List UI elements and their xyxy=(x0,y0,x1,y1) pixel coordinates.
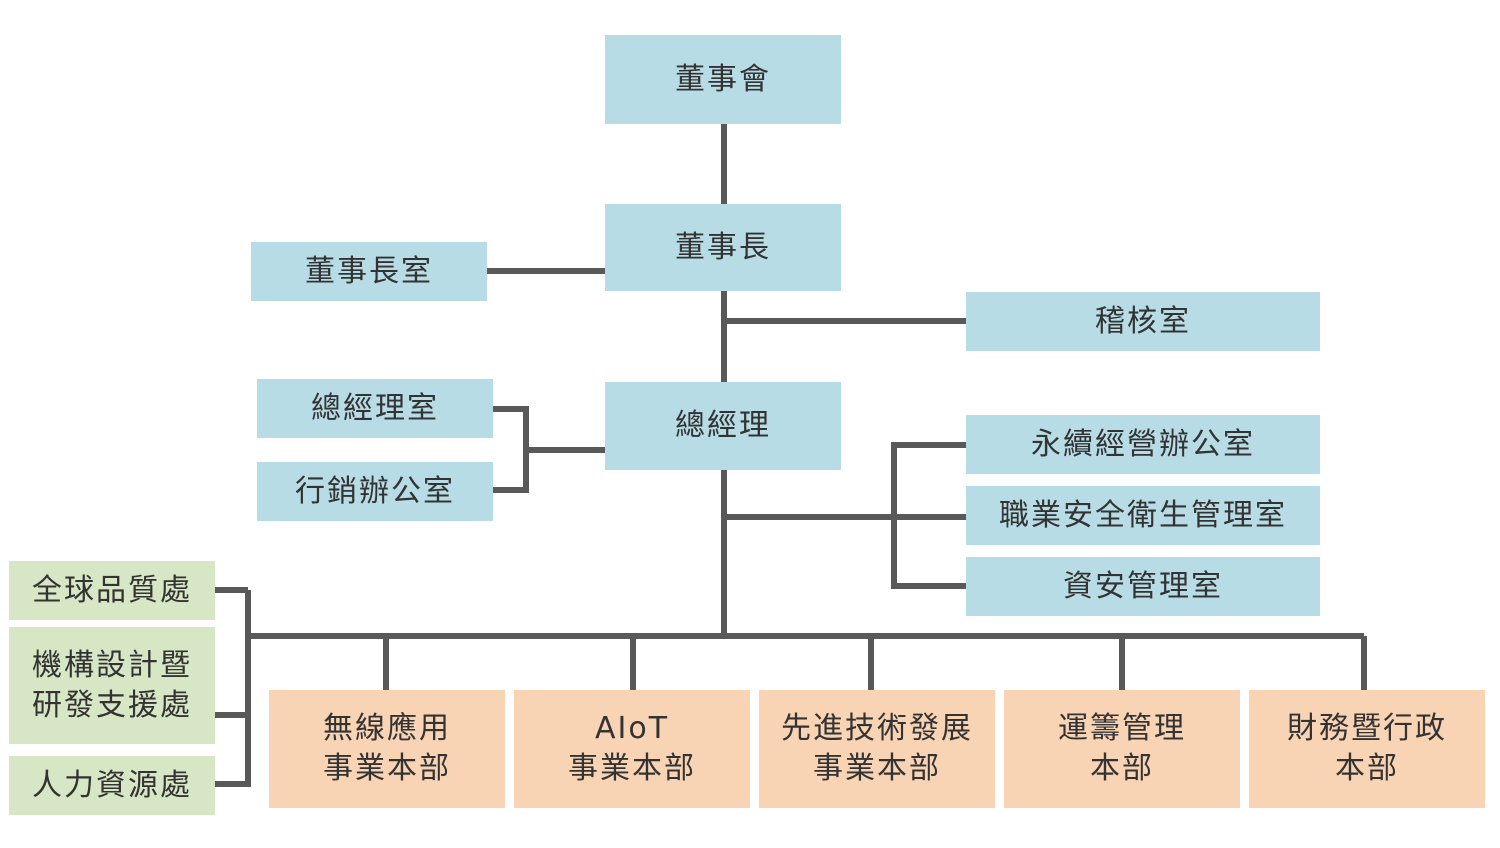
sustainability-office-box: 永續經營辦公室 xyxy=(966,415,1320,474)
global-quality-division-box: 全球品質處 xyxy=(9,561,215,620)
connector-president-staff xyxy=(493,406,529,493)
board-of-directors-label: 董事會 xyxy=(675,61,771,97)
mechanical-rd-division-box: 機構設計暨 研發支援處 xyxy=(9,627,215,744)
business-unit-logistics-line1: 運籌管理 xyxy=(1058,711,1186,746)
business-unit-advanced-tech-line2: 事業本部 xyxy=(813,751,941,786)
mechanical-rd-division-line1: 機構設計暨 xyxy=(32,647,192,683)
chairman-office-label: 董事長室 xyxy=(305,253,433,289)
president-label: 總經理 xyxy=(675,408,771,443)
human-resources-division-label: 人力資源處 xyxy=(32,767,192,803)
business-unit-wireless-line2: 事業本部 xyxy=(323,751,451,786)
chairman-box: 董事長 xyxy=(605,204,841,291)
chairman-label: 董事長 xyxy=(675,229,771,265)
human-resources-division-box: 人力資源處 xyxy=(9,756,215,815)
occupational-safety-office-label: 職業安全衛生管理室 xyxy=(999,497,1287,533)
audit-office-label: 稽核室 xyxy=(1095,303,1191,339)
business-unit-aiot-line1: AIoT xyxy=(594,711,670,746)
mechanical-rd-division-line2: 研發支援處 xyxy=(32,687,192,723)
business-unit-logistics-line2: 本部 xyxy=(1090,751,1154,786)
business-unit-aiot-line2: 事業本部 xyxy=(568,751,696,786)
business-unit-wireless: 無線應用 事業本部 xyxy=(269,690,505,808)
business-unit-finance-admin-line2: 本部 xyxy=(1335,751,1399,786)
business-unit-advanced-tech: 先進技術發展 事業本部 xyxy=(759,690,995,808)
president-office-label: 總經理室 xyxy=(311,390,439,426)
business-unit-finance-admin: 財務暨行政 本部 xyxy=(1249,690,1485,808)
board-of-directors-box: 董事會 xyxy=(605,35,841,124)
infosec-office-box: 資安管理室 xyxy=(966,557,1320,616)
president-office-box: 總經理室 xyxy=(257,379,493,438)
chairman-office-box: 董事長室 xyxy=(251,242,487,301)
marketing-office-box: 行銷辦公室 xyxy=(257,462,493,521)
occupational-safety-office-box: 職業安全衛生管理室 xyxy=(966,486,1320,545)
business-unit-finance-admin-line1: 財務暨行政 xyxy=(1287,711,1447,746)
business-unit-aiot: AIoT 事業本部 xyxy=(514,690,750,808)
business-unit-logistics: 運籌管理 本部 xyxy=(1004,690,1240,808)
global-quality-division-label: 全球品質處 xyxy=(32,572,192,608)
audit-office-box: 稽核室 xyxy=(966,292,1320,351)
business-unit-advanced-tech-line1: 先進技術發展 xyxy=(781,711,973,746)
infosec-office-label: 資安管理室 xyxy=(1063,568,1223,604)
president-box: 總經理 xyxy=(605,382,841,470)
business-unit-wireless-line1: 無線應用 xyxy=(323,711,451,746)
marketing-office-label: 行銷辦公室 xyxy=(295,473,455,509)
connector-committees-bracket xyxy=(891,442,966,589)
sustainability-office-label: 永續經營辦公室 xyxy=(1031,426,1255,462)
